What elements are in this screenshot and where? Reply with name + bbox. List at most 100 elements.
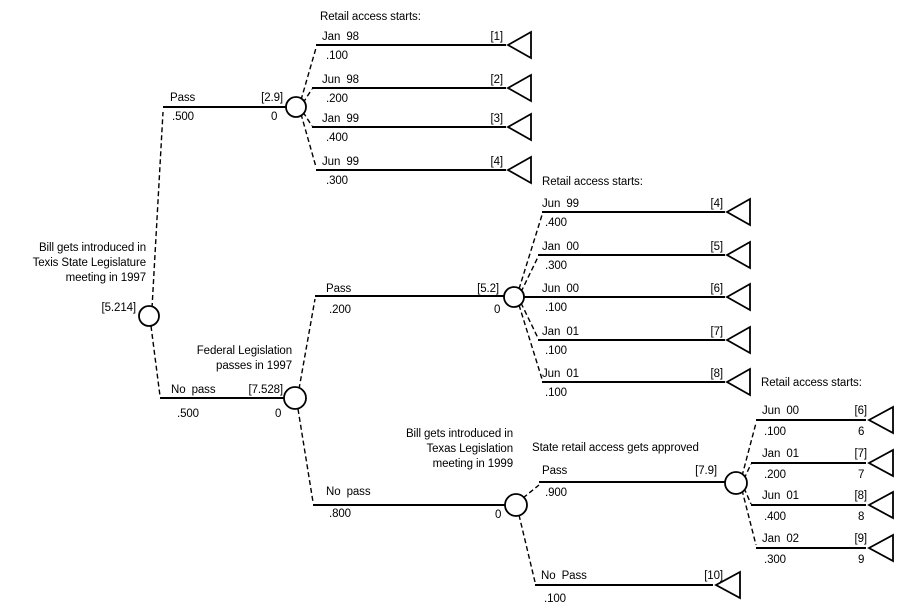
terminal-node-8 — [725, 325, 751, 355]
fan-bottom-1-payoff: 6 — [858, 426, 865, 438]
fan-mid-5-prob: .100 — [545, 387, 567, 399]
texas-label-line3: meeting in 1999 — [432, 458, 513, 470]
terminal-node-6 — [725, 240, 751, 270]
fan-bottom-3-label: Jun 01 — [762, 490, 799, 502]
edge-root-nopass-slant — [150, 325, 161, 397]
fan-mid-3-label: Jun 00 — [542, 283, 579, 295]
fan-bottom-4-label: Jan 02 — [762, 533, 799, 545]
edge-root-pass-slant — [151, 111, 164, 309]
fan-bottom-3-prob: .400 — [764, 511, 786, 523]
branch-nopass3-value: [10] — [704, 570, 723, 582]
terminal-node-13 — [867, 533, 894, 563]
root-ev-value: [5.214] — [101, 302, 137, 314]
fan-bottom-4-prob: .300 — [764, 554, 786, 566]
edge-fed-pass-slant — [298, 298, 316, 390]
federal-label-line2: passes in 1997 — [216, 360, 292, 372]
fan-bottom-2-label: Jan 01 — [762, 448, 799, 460]
terminal-node-14 — [714, 570, 741, 600]
fan-mid-2-label: Jan 00 — [542, 241, 579, 253]
fan-mid-5-label: Jun 01 — [542, 368, 579, 380]
edge-mid-fan4-slant — [520, 302, 539, 339]
root-node-circle — [138, 305, 160, 327]
branch-pass2-ev: [5.2] — [477, 283, 499, 295]
fan-top-4-label: Jun 99 — [322, 156, 359, 168]
texas-node-cost: 0 — [495, 509, 502, 521]
bot-chance-node-circle — [724, 471, 748, 495]
fan-mid-1-label: Jun 99 — [542, 198, 579, 210]
branch-pass1-cost: 0 — [271, 111, 278, 123]
branch-pass2-cost: 0 — [494, 304, 501, 316]
edge-top-fan3-slant — [302, 111, 313, 127]
edge-texas-pass-slant — [522, 484, 540, 499]
edge-mid-fan1-slant — [518, 214, 543, 290]
fan-bottom-4-value: [9] — [854, 533, 868, 545]
root-label-line2: Texis State Legislature — [32, 257, 147, 269]
terminal-node-1 — [506, 30, 532, 60]
fan-mid-header: Retail access starts: — [542, 176, 643, 188]
fan-bottom-header: Retail access starts: — [761, 377, 862, 389]
fan-top-1-prob: .100 — [326, 50, 348, 62]
branch-nopass1-label: No pass — [171, 384, 216, 396]
terminal-node-3 — [506, 112, 532, 142]
edge-top-fan1-slant — [300, 47, 317, 101]
branch-nopass3-prob: .100 — [544, 593, 566, 605]
branch-pass1-prob: .500 — [172, 111, 194, 123]
texas-label-line2: Texas Legislation — [426, 443, 513, 455]
fan-bottom-4-payoff: 9 — [858, 554, 865, 566]
branch-pass1-ev: [2.9] — [261, 92, 283, 104]
fan-mid-4-label: Jan 01 — [542, 326, 579, 338]
terminal-node-9 — [725, 367, 751, 397]
mid-chance-node-circle — [503, 286, 525, 308]
fan-top-1-label: Jan 98 — [322, 31, 359, 43]
fan-mid-3-prob: .100 — [545, 302, 567, 314]
branch-nopass2-label: No pass — [326, 486, 371, 498]
terminal-node-7 — [725, 282, 751, 312]
branch-nopass3-label: No Pass — [541, 570, 587, 582]
edge-mid-fan5-slant — [518, 304, 543, 380]
branch-nopass1-cost: 0 — [275, 408, 282, 420]
fan-top-3-prob: .400 — [326, 132, 348, 144]
fan-bottom-1-value: [6] — [854, 405, 868, 417]
edge-bot-fan3-slant — [743, 487, 752, 505]
texas-node-circle — [504, 493, 528, 517]
fan-top-3-value: [3] — [490, 113, 504, 125]
fan-mid-5-value: [8] — [710, 368, 724, 380]
fan-top-2-prob: .200 — [326, 93, 348, 105]
fan-mid-1-prob: .400 — [545, 217, 567, 229]
terminal-node-5 — [725, 197, 751, 227]
fan-mid-2-value: [5] — [710, 241, 724, 253]
edge-texas-nopass-slant — [518, 514, 536, 583]
fan-top-header: Retail access starts: — [320, 11, 421, 23]
fan-bottom-1-label: Jun 00 — [762, 405, 799, 417]
branch-pass3-ev: [7.9] — [695, 465, 717, 477]
federal-node-circle — [283, 386, 307, 410]
edge-bot-fan1-slant — [741, 422, 757, 477]
terminal-node-2 — [506, 73, 532, 103]
branch-pass1-label: Pass — [170, 92, 196, 104]
fan-bottom-2-value: [7] — [854, 448, 868, 460]
fan-bottom-2-payoff: 7 — [858, 469, 865, 481]
texas-label-line1: Bill gets introduced in — [405, 428, 513, 440]
edge-top-fan4-slant — [300, 113, 317, 168]
branch-pass2-label: Pass — [326, 283, 352, 295]
fan-mid-3-value: [6] — [710, 283, 724, 295]
fan-mid-2-prob: .300 — [545, 260, 567, 272]
terminal-node-12 — [867, 490, 894, 520]
root-label-line3: meeting in 1997 — [65, 272, 146, 284]
terminal-node-4 — [506, 155, 532, 185]
branch-pass2-prob: .200 — [329, 304, 351, 316]
fan-bottom-3-value: [8] — [854, 490, 868, 502]
terminal-node-10 — [867, 405, 894, 435]
fan-bottom-3-payoff: 8 — [858, 511, 865, 523]
fan-top-4-value: [4] — [490, 156, 504, 168]
fan-bottom-1-prob: .100 — [764, 426, 786, 438]
fan-bottom-2-prob: .200 — [764, 469, 786, 481]
fan-top-3-label: Jan 99 — [322, 113, 359, 125]
edge-bot-fan4-slant — [741, 489, 757, 546]
fan-top-1-value: [1] — [490, 31, 504, 43]
fan-mid-1-value: [4] — [710, 198, 724, 210]
fan-mid-4-value: [7] — [710, 326, 724, 338]
edge-fed-nopass-slant — [297, 408, 314, 503]
